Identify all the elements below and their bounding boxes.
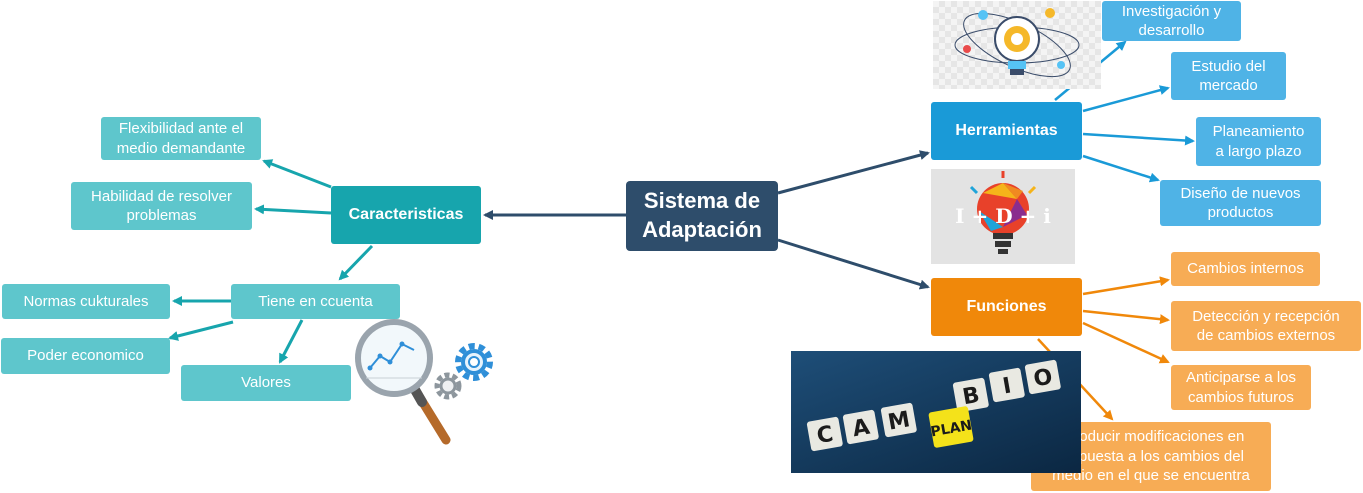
- root-node[interactable]: Sistema de Adaptación: [626, 181, 778, 251]
- poder-node[interactable]: Poder economico: [1, 338, 170, 374]
- analysis-magnifier-image: [352, 318, 500, 446]
- estudio-mercado-node[interactable]: Estudio del mercado: [1171, 52, 1286, 100]
- planeamiento-node[interactable]: Planeamiento a largo plazo: [1196, 117, 1321, 166]
- research-lightbulb-image: [933, 1, 1101, 89]
- investigacion-node[interactable]: Investigación y desarrollo: [1102, 1, 1241, 41]
- herramientas-node[interactable]: Herramientas: [931, 102, 1082, 160]
- magnifier-icon: [355, 319, 451, 445]
- tile-letter: A: [851, 415, 872, 443]
- cambios-internos-node[interactable]: Cambios internos: [1171, 252, 1320, 286]
- normas-node[interactable]: Normas cukturales: [2, 284, 170, 319]
- deteccion-node[interactable]: Detección y recepción de cambios externo…: [1171, 301, 1361, 351]
- valores-node[interactable]: Valores: [181, 365, 351, 401]
- flexibilidad-node[interactable]: Flexibilidad ante el medio demandante: [101, 117, 261, 160]
- lightbulb-icon: [994, 16, 1040, 75]
- tile-letter: B: [961, 383, 982, 411]
- diseno-node[interactable]: Diseño de nuevos productos: [1160, 180, 1321, 226]
- tile-letter: C: [815, 422, 835, 449]
- cambio-plan-image: C A M B I O PL: [791, 351, 1081, 473]
- habilidad-node[interactable]: Habilidad de resolver problemas: [71, 182, 252, 230]
- plan-tile-label: PLAN: [929, 417, 973, 440]
- idi-label: I + D + i: [955, 204, 1051, 228]
- idi-lightbulb-image: I + D + i: [931, 169, 1075, 264]
- caracteristicas-node[interactable]: Caracteristicas: [331, 186, 481, 244]
- lightbulb-icon: [977, 183, 1029, 254]
- gear-icon-small: [434, 372, 462, 400]
- tiene-en-cuenta-node[interactable]: Tiene en ccuenta: [231, 284, 400, 319]
- tile-letter: M: [886, 407, 912, 435]
- anticiparse-node[interactable]: Anticiparse a los cambios futuros: [1171, 365, 1311, 410]
- tile-letter: O: [1032, 365, 1055, 393]
- funciones-node[interactable]: Funciones: [931, 278, 1082, 336]
- gear-icon: [455, 343, 493, 381]
